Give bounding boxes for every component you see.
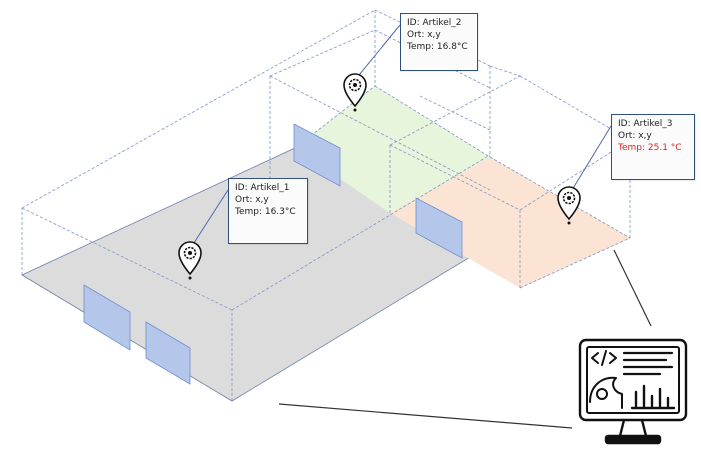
sensor-id: ID: Artikel_1 — [235, 183, 290, 193]
door-orange — [415, 197, 463, 259]
sensor-id: ID: Artikel_3 — [618, 119, 673, 129]
orange-zone-floor — [390, 157, 630, 288]
sensor-id: ID: Artikel_2 — [407, 18, 462, 28]
sensor-temperature-warning: Temp: 25.1 °C — [618, 143, 682, 153]
sensor-location: Ort: x,y — [618, 131, 652, 141]
connection-lines — [278, 249, 652, 429]
sensor-gear-pin-icon — [343, 73, 367, 112]
sensor-label-artikel-2: ID: Artikel_2 Ort: x,y Temp: 16.8°C — [400, 13, 478, 71]
monitor-dashboard-icon — [578, 338, 688, 445]
sensor-temperature: Temp: 16.8°C — [407, 42, 468, 52]
sensor-location: Ort: x,y — [235, 195, 269, 205]
door-left-2 — [145, 321, 191, 385]
sensor-temperature: Temp: 16.3°C — [235, 207, 296, 217]
door-left-1 — [83, 284, 131, 351]
callout-lines — [191, 24, 612, 247]
dashed-walls — [21, 9, 631, 401]
sensor-label-artikel-3: ID: Artikel_3 Ort: x,y Temp: 25.1 °C — [611, 114, 695, 180]
sensor-gear-pin-icon — [557, 186, 581, 225]
green-zone-floor — [295, 86, 490, 213]
sensor-location: Ort: x,y — [407, 30, 441, 40]
sensor-label-artikel-1: ID: Artikel_1 Ort: x,y Temp: 16.3°C — [228, 178, 308, 244]
doors — [83, 123, 463, 385]
sensor-gear-pin-icon — [178, 241, 202, 280]
door-green — [293, 123, 341, 187]
